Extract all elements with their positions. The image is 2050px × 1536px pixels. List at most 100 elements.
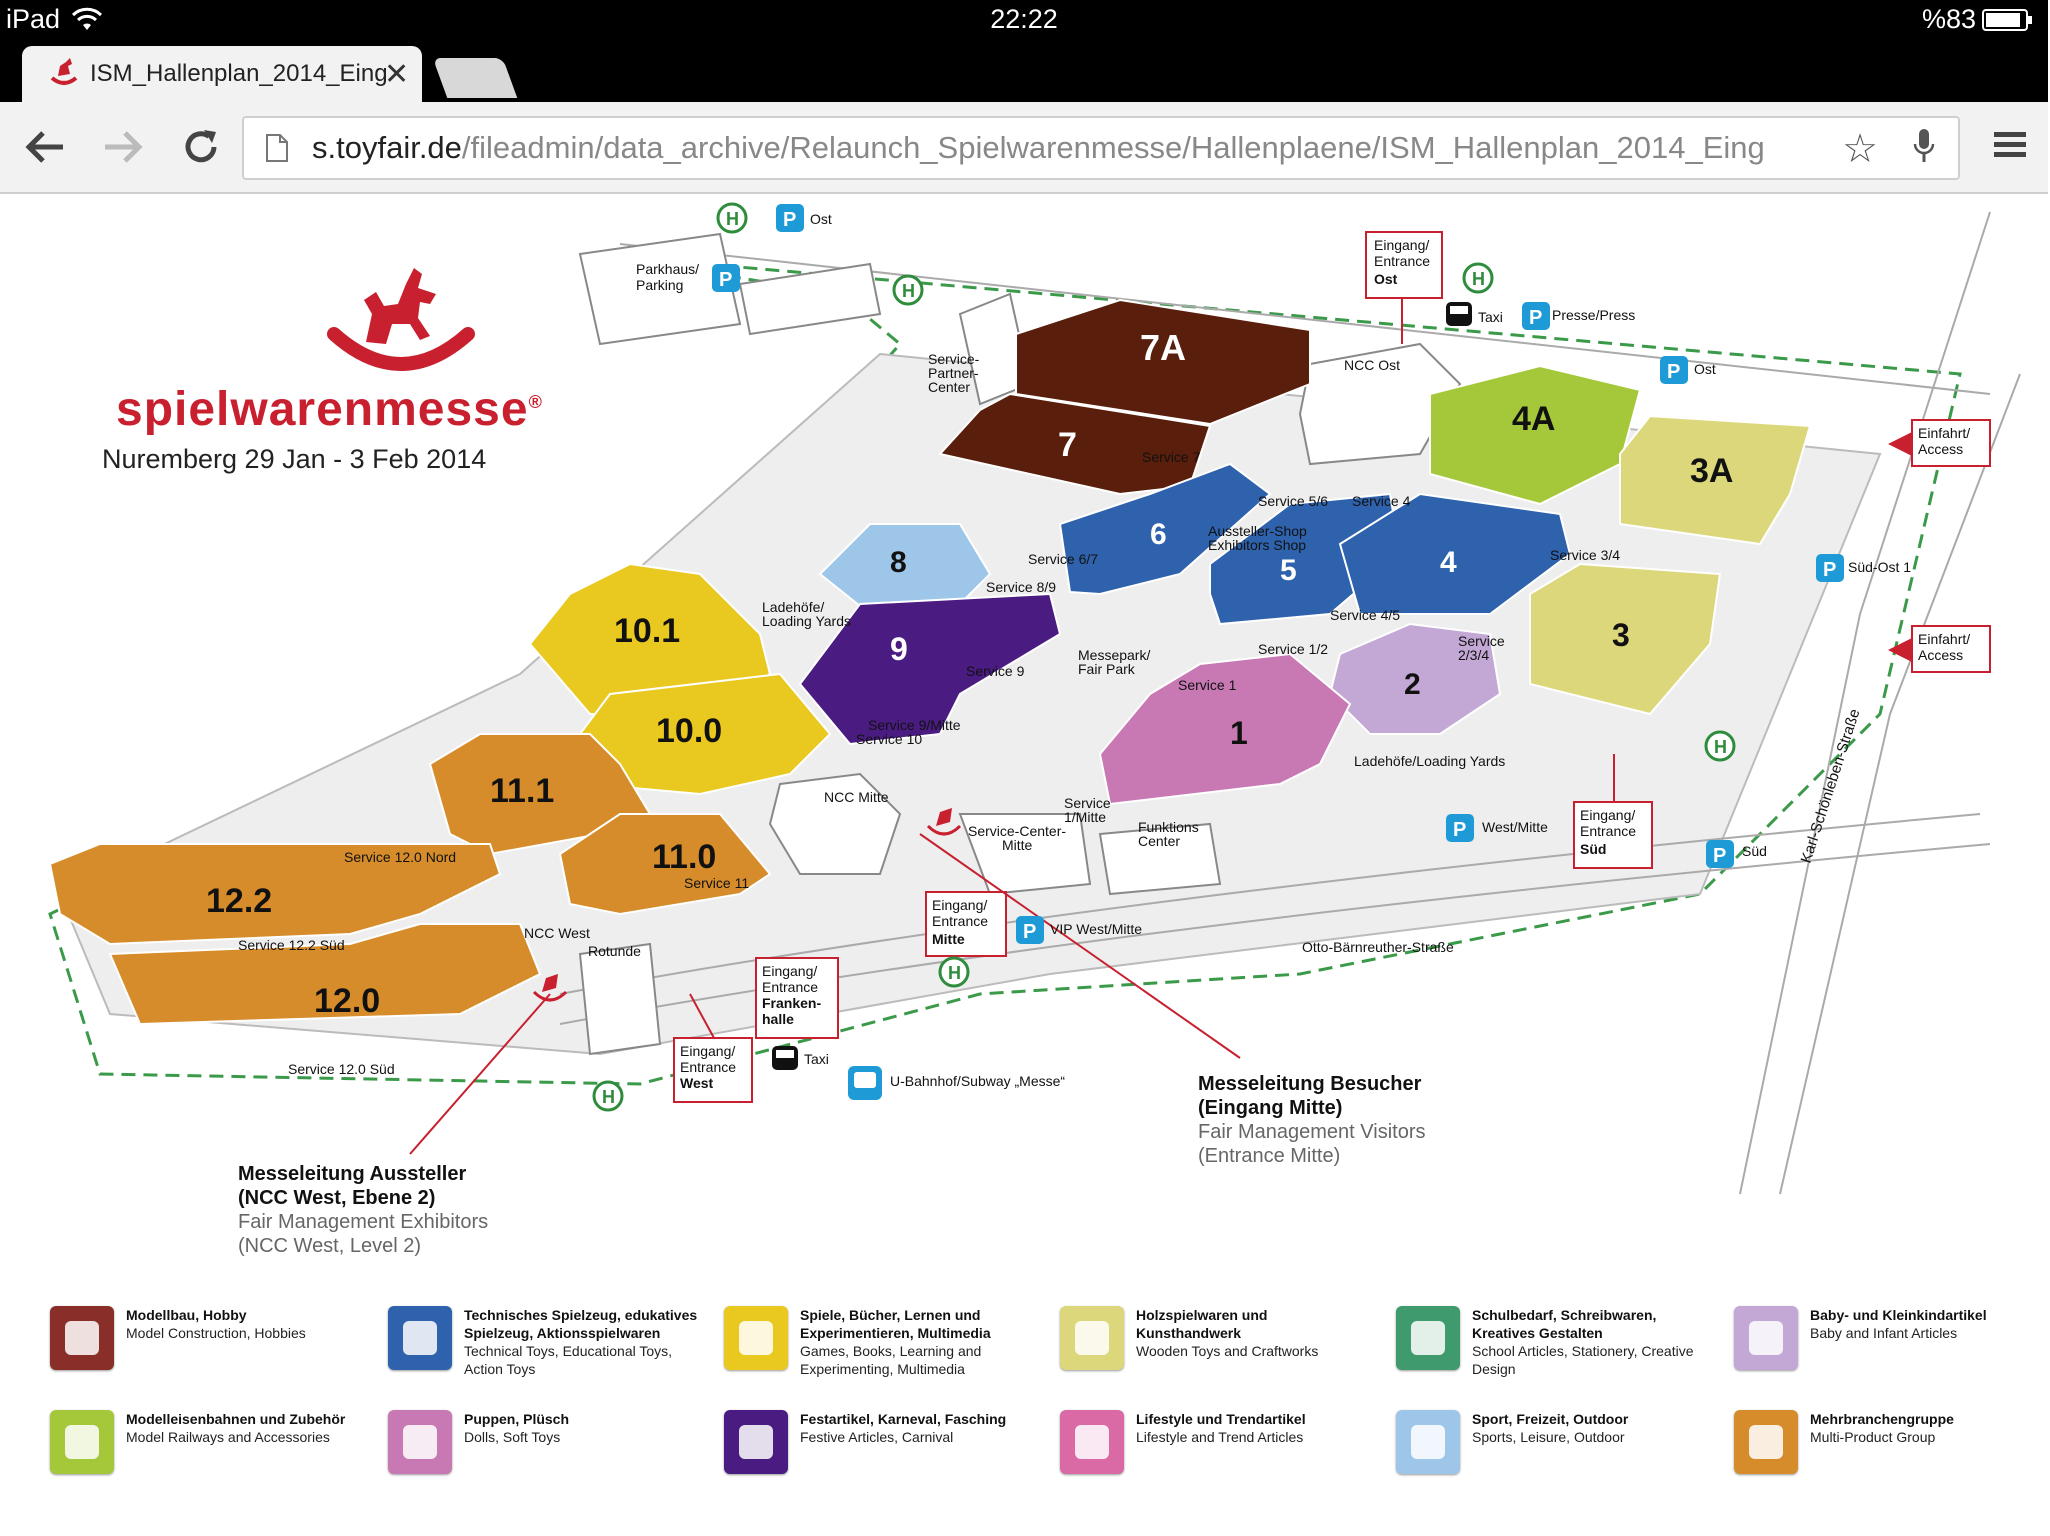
legend-label-en: Technical Toys, Educational Toys, Action… [464,1343,673,1377]
label-taxi-2: Taxi [804,1051,829,1067]
hall-label-4a: 4A [1512,400,1555,438]
eing-mitte-1: Eingang/ [932,897,987,913]
hall-label-7: 7 [1058,426,1077,464]
hall-label-12.0: 12.0 [314,982,380,1020]
bus-stop-icon: H [938,956,970,988]
einfahrt-1b: Access [1918,441,1963,457]
label-scm-1: Service-Center- [968,823,1066,839]
label-service-56: Service 5/6 [1258,493,1328,509]
svg-text:P: P [1529,307,1542,329]
einfahrt-2b: Access [1918,647,1963,663]
label-spc-3: Center [928,379,970,395]
hall-12.0[interactable] [108,923,542,1026]
rocking-horse-marker-icon [926,808,962,836]
page-icon [266,134,288,162]
svg-text:H: H [948,963,961,983]
microphone-icon[interactable] [1912,128,1936,166]
eing-ost-1: Eingang/ [1374,237,1429,253]
legend-label-en: Dolls, Soft Toys [464,1429,561,1445]
label-service-234b: 2/3/4 [1458,647,1489,663]
forward-button[interactable] [98,122,148,172]
label-scm-2: Mitte [1002,837,1033,853]
eing-fh-3: Franken- [762,995,821,1011]
book-icon [724,1306,788,1370]
label-service-234a: Service [1458,633,1505,649]
label-service-122s: Service 12.2 Süd [238,937,345,953]
eing-west-2: Entrance [680,1059,736,1075]
parking-icon: P [1446,814,1474,842]
parking-icon: P [1522,302,1550,330]
mask-icon [724,1410,788,1474]
legend-item: Spiele, Bücher, Lernen und Experimentier… [724,1306,1040,1378]
legend-label-en: Lifestyle and Trend Articles [1136,1429,1304,1445]
hall-6[interactable] [1058,462,1272,596]
hall-11.0[interactable] [558,813,772,916]
truck-icon [388,1306,452,1370]
label-service-9m: Service 9/Mitte [868,717,961,733]
hall-1[interactable] [1098,652,1352,806]
legend-label-en: School Articles, Stationery, Creative De… [1472,1343,1694,1377]
bookmark-star-icon[interactable]: ☆ [1842,127,1878,171]
einfahrt-2a: Einfahrt/ [1918,631,1970,647]
svg-text:P: P [1023,921,1036,943]
tab-close-icon[interactable]: ✕ [384,57,410,91]
einfahrt-1a: Einfahrt/ [1918,425,1970,441]
visitors-mgmt-subtitle: Fair Management Visitors(Entrance Mitte) [1198,1121,1426,1167]
battery-percent: %83 [1921,4,1976,34]
taxi-icon [772,1046,798,1070]
label-service-120n: Service 12.0 Nord [344,849,456,865]
visitors-mgmt-title: Messeleitung Besucher(Eingang Mitte) [1198,1073,1422,1119]
entrance-sued: Eingang/ Entrance Süd [1573,754,1653,869]
menu-icon[interactable] [1994,130,2026,160]
hall-label-1: 1 [1230,715,1248,751]
eing-mitte-3: Mitte [932,931,965,947]
reload-icon [185,130,217,163]
hall-9[interactable] [798,592,1062,746]
eing-sued-2: Entrance [1580,823,1636,839]
label-ladehoefe-2: Ladehöfe/Loading Yards [1354,753,1505,769]
new-tab-button[interactable] [432,58,518,98]
hall-3[interactable] [1529,562,1722,716]
label-service-7: Service 7 [1142,449,1201,465]
label-taxi-1: Taxi [1478,309,1503,325]
battery-icon [1982,8,2032,31]
access-2: Einfahrt/ Access [1888,625,1991,673]
bag-icon [1060,1410,1124,1474]
legend-item: Technisches Spielzeug, edukatives Spielz… [388,1306,704,1378]
eing-fh-1: Eingang/ [762,963,817,979]
label-ncc-ost: NCC Ost [1344,357,1400,373]
label-service-34: Service 3/4 [1550,547,1620,563]
tab-title: ISM_Hallenplan_2014_Eing [90,60,388,87]
legend-label-de: Puppen, Plüsch [464,1411,570,1427]
address-bar[interactable]: s.toyfair.de /fileadmin/data_archive/Rel… [242,116,1960,180]
back-button[interactable] [20,122,70,172]
label-service-45: Service 4/5 [1330,607,1400,623]
legend-label-de: Mehrbranchengruppe [1810,1411,1954,1427]
url-host: s.toyfair.de [312,130,462,165]
parking-icon: P [776,204,804,232]
exhibitors-mgmt-subtitle: Fair Management Exhibitors(NCC West, Lev… [238,1211,489,1257]
legend-label-en: Games, Books, Learning and Experimenting… [800,1343,982,1377]
hall-12.2[interactable] [48,843,502,946]
svg-text:P: P [1453,819,1466,841]
hall-label-3a: 3A [1690,452,1733,490]
reload-button[interactable] [176,122,226,172]
wifi-icon [71,7,103,30]
label-service-89: Service 8/9 [986,579,1056,595]
tab-active[interactable]: ISM_Hallenplan_2014_Eing ✕ [22,46,422,102]
exhibitors-mgmt-title: Messeleitung Aussteller(NCC West, Ebene … [238,1163,467,1209]
fair-dates: Nuremberg 29 Jan - 3 Feb 2014 [102,444,487,474]
label-messepark-1: Messepark/ [1078,647,1150,663]
hall-4[interactable] [1338,492,1572,615]
hall-label-8: 8 [890,546,907,579]
eing-mitte-2: Entrance [932,913,988,929]
hall-3a[interactable] [1619,414,1812,546]
